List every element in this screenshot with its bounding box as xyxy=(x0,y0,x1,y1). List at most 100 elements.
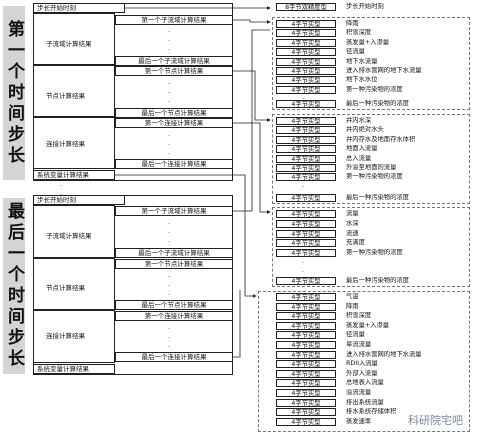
node-last-last: 最后一个节点计算结果 xyxy=(115,300,233,310)
node-row-desc: 井内存水及地面存水体积 xyxy=(346,135,416,143)
link-row-node: 4字节实型 xyxy=(276,229,336,238)
system-row-desc: 径流量 xyxy=(346,331,365,339)
link-first-last: 第一个连接计算结果 xyxy=(115,311,233,321)
node-row-desc: 总入流量 xyxy=(346,154,372,162)
subcatchment-row-desc: 积雪深度 xyxy=(346,29,372,37)
system-row-node: 4字节实型 xyxy=(276,293,336,301)
side-label-last-timestep: 最后一个时间步长 xyxy=(3,198,25,374)
system-row-desc: RDII入流量 xyxy=(346,360,378,368)
watermark: 科研院宅吧 xyxy=(408,414,463,427)
node-row-desc: 井内绝对水头 xyxy=(346,126,384,134)
system-row-node: 4字节实型 xyxy=(276,389,336,397)
link-row-desc: 充满度 xyxy=(346,239,365,247)
system-row-desc: 积雪深度 xyxy=(346,312,372,320)
section-node-last xyxy=(33,258,115,310)
sub-last-first: 最后一个子流域计算结果 xyxy=(115,56,233,66)
subcatchment-row-node: 4字节实型 xyxy=(276,48,336,57)
node-row-desc: 井内水深 xyxy=(346,117,372,124)
subcatchment-row-node: 4字节实型 xyxy=(276,20,336,28)
node-row-node: 4字节实型 xyxy=(276,164,336,172)
node-dots-last: ··· xyxy=(168,273,171,299)
system-last: 系统变量计算结果 xyxy=(33,364,115,374)
system-row-node: 4字节实型 xyxy=(276,331,336,340)
subcatchment-dots: ·· xyxy=(302,95,305,113)
subcatchment-row-node: 4字节实型 xyxy=(276,85,336,94)
sub-dots-first: ··· xyxy=(168,28,171,54)
node-row-node: 4字节实型 xyxy=(276,145,336,154)
node-row-desc: 最后一种污染物的浓度 xyxy=(346,194,409,201)
system-row-node: 4字节实型 xyxy=(276,302,336,311)
system-row-desc: 旱流流量 xyxy=(346,341,372,348)
subcatchment-row-desc: 第一种污染物的浓度 xyxy=(346,85,403,93)
link-first-first: 第一个连接计算结果 xyxy=(115,118,233,128)
section-link-label-first: 连接计算结果 xyxy=(46,140,85,148)
subcatchment-row-desc: 最后一种污染物的浓度 xyxy=(346,100,409,107)
node-row-desc: 外溢至地面的流量 xyxy=(346,164,397,171)
system-row-node: 4字节实型 xyxy=(276,398,336,407)
side-label-first-timestep: 第一个时间步长 xyxy=(3,6,25,180)
node-row-node: 4字节实型 xyxy=(276,173,336,182)
subcatchment-row-desc: 径流量 xyxy=(346,48,365,56)
link-row-desc: 第一种污染物的浓度 xyxy=(346,249,403,257)
subcatchment-row-node: 4字节实型 xyxy=(276,67,336,75)
node-row-node: 4字节实型 xyxy=(276,126,336,135)
system-row-node: 4字节实型 xyxy=(276,379,336,388)
node-row-node: 4字节实型 xyxy=(276,154,336,163)
sub-first-first: 第一个子流域计算结果 xyxy=(115,15,233,25)
system-row-node: 4字节实型 xyxy=(276,321,336,330)
system-row-desc: 降雨 xyxy=(346,302,359,310)
system-row-desc: 排出系统流量 xyxy=(346,398,384,406)
system-row-node: 4字节实型 xyxy=(276,360,336,369)
section-subcatchment-label-last: 子流域计算结果 xyxy=(46,232,92,240)
subcatchment-row-desc: 蒸发量+入渗量 xyxy=(346,38,390,46)
link-row-desc: 最后一种污染物的浓度 xyxy=(346,277,409,284)
system-row-desc: 外部入流量 xyxy=(346,369,378,377)
left-start-last: 步长开始时刻 xyxy=(33,195,125,205)
system-first: 系统变量计算结果 xyxy=(33,170,115,180)
section-link-first xyxy=(33,117,115,169)
link-row-node: 4字节实型 xyxy=(276,219,336,228)
node-row-node: 4字节实型 xyxy=(276,117,336,125)
section-node-label-first: 节点计算结果 xyxy=(46,92,85,100)
link-row-desc: 流速 xyxy=(346,229,359,237)
node-row-node: 4字节实型 xyxy=(276,194,336,202)
system-row-node: 4字节实型 xyxy=(276,408,336,417)
node-first-first: 第一个节点计算结果 xyxy=(115,66,233,76)
right-top-desc: 步长开始时刻 xyxy=(346,3,384,10)
subcatchment-row-node: 4字节实型 xyxy=(276,57,336,66)
system-row-node: 4字节实型 xyxy=(276,369,336,378)
node-first-last: 第一个节点计算结果 xyxy=(115,259,233,269)
link-row-node: 4字节实型 xyxy=(276,249,336,258)
right-top-node: 8字节双精度型 xyxy=(276,3,336,11)
node-last-first: 最后一个节点计算结果 xyxy=(115,108,233,118)
subcatchment-row-node: 4字节实型 xyxy=(276,38,336,47)
node-row-desc: 第一种污染物的浓度 xyxy=(346,173,403,181)
link-row-desc: 水深 xyxy=(346,219,359,227)
system-row-node: 4字节实型 xyxy=(276,312,336,321)
system-row-desc: 总地表入流量 xyxy=(346,379,384,387)
link-last-last: 最后一个连接计算结果 xyxy=(115,352,233,362)
node-row-desc: 地面入流量 xyxy=(346,145,378,153)
section-subcatchment-last xyxy=(33,205,115,258)
link-dots-last: ··· xyxy=(168,325,171,351)
link-dots: ·· xyxy=(302,259,305,276)
subcatchment-row-desc: 地下水流量 xyxy=(346,57,378,65)
node-dots-first: ··· xyxy=(168,80,171,106)
system-row-desc: 溢流流量 xyxy=(346,389,372,396)
system-row-desc: 进入排水管网的地下水流量 xyxy=(346,350,422,358)
system-row-node: 4字节实型 xyxy=(276,341,336,349)
system-row-desc: 气温 xyxy=(346,293,359,300)
link-row-node: 4字节实型 xyxy=(276,210,336,218)
link-row-node: 4字节实型 xyxy=(276,277,336,285)
section-link-label-last: 连接计算结果 xyxy=(46,332,85,340)
section-link-last xyxy=(33,310,115,363)
system-row-node: 4字节实型 xyxy=(276,350,336,359)
link-dots-first: ··· xyxy=(168,132,171,158)
section-node-label-last: 节点计算结果 xyxy=(46,284,85,292)
subcatchment-row-desc: 进入排水管网的地下水流量 xyxy=(346,67,422,74)
section-subcatchment-label-first: 子流域计算结果 xyxy=(46,40,92,48)
left-start-first: 步长开始时刻 xyxy=(33,3,125,13)
system-row-desc: 蒸发量+入渗量 xyxy=(346,321,390,329)
link-last-first: 最后一个连接计算结果 xyxy=(115,159,233,169)
sub-last-last: 最后一个子流域计算结果 xyxy=(115,248,233,258)
